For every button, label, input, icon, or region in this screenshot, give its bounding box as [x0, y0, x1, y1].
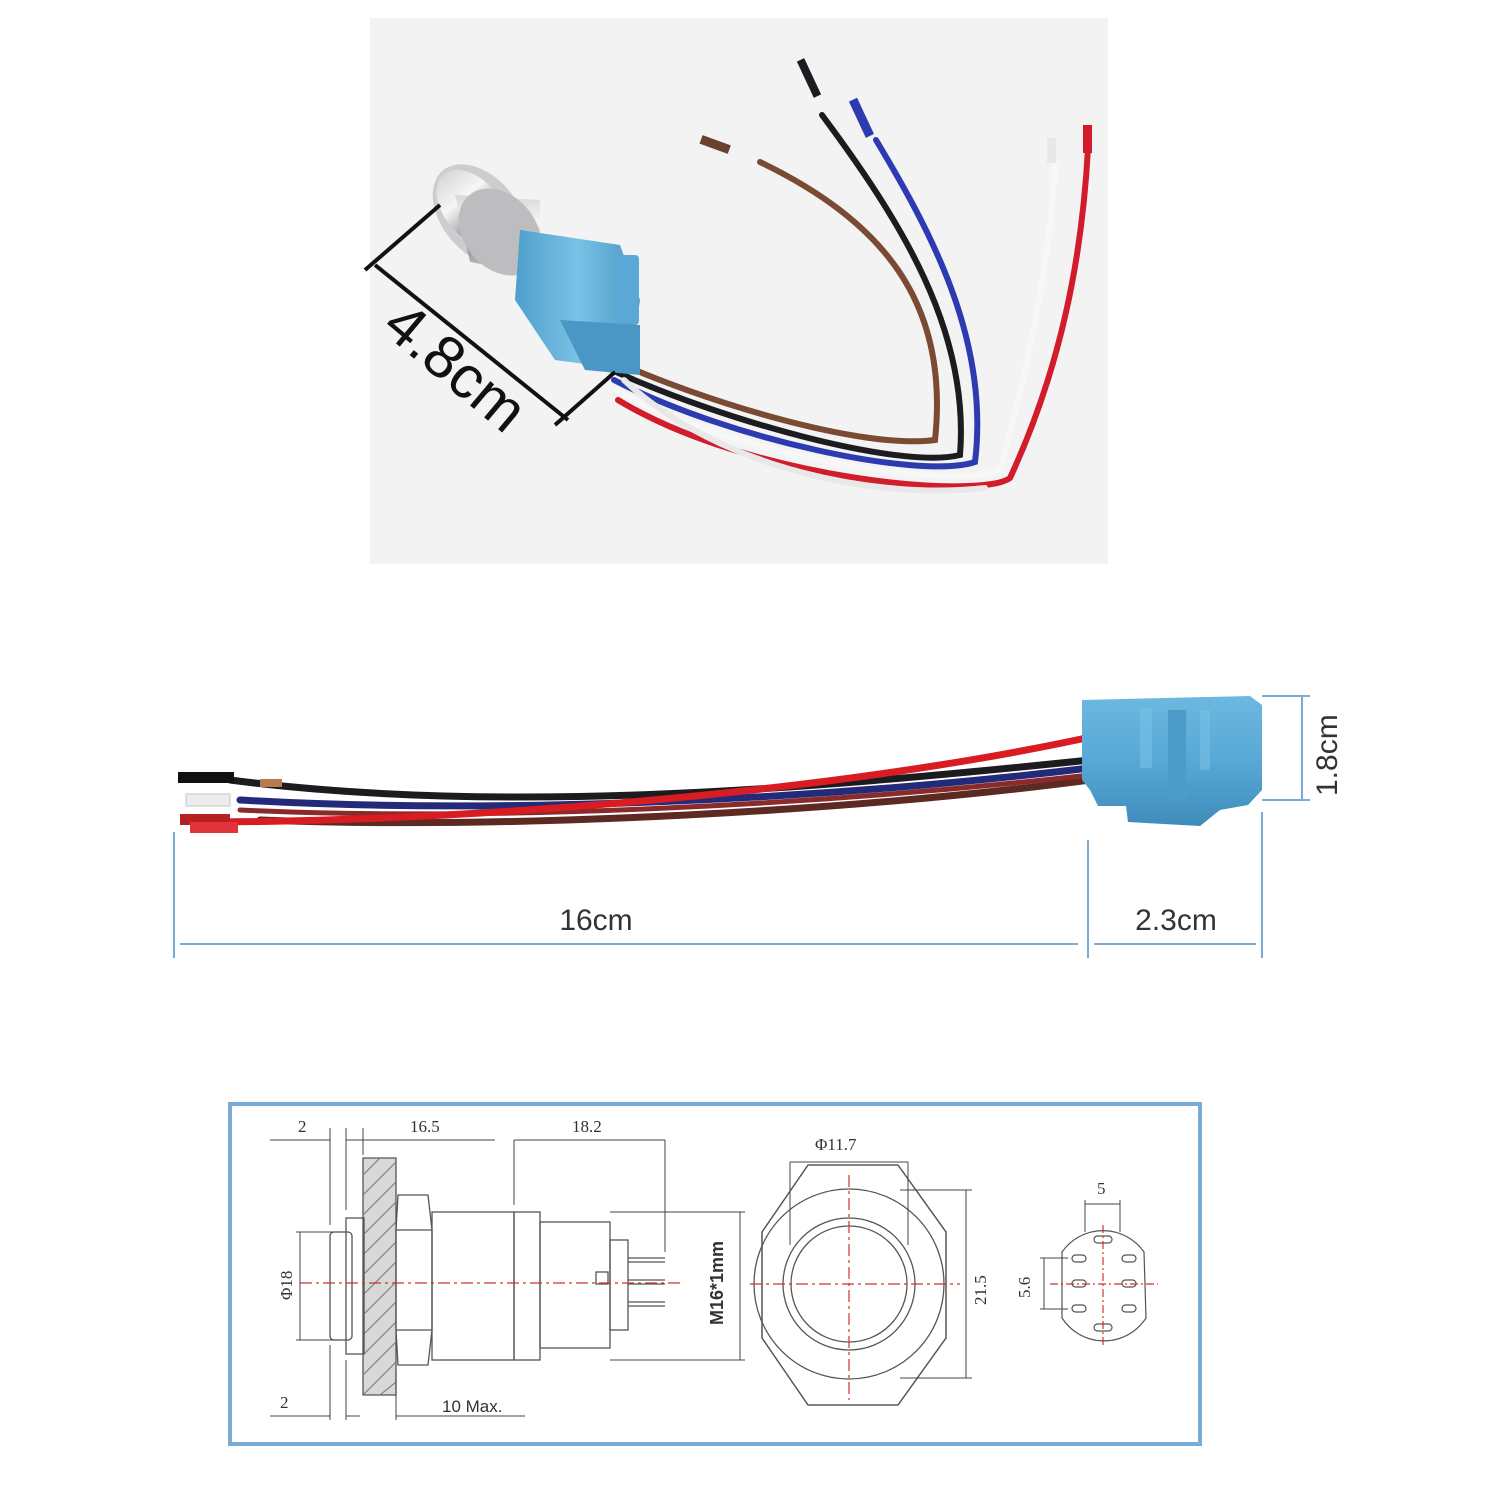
- pin-view: [1061, 1230, 1147, 1342]
- product-photo: 4.8cm: [363, 18, 1108, 564]
- dim-m16: M16*1mm: [707, 1241, 727, 1325]
- cable-dimension-lines: [173, 695, 1310, 958]
- front-view-centerlines: [750, 1175, 960, 1400]
- wire-black: [609, 112, 964, 461]
- tip-brown: [260, 779, 282, 787]
- dim-16-5: 16.5: [410, 1117, 440, 1136]
- drawing-frame: [228, 1102, 1202, 1446]
- wire-tips: [699, 58, 1092, 163]
- cable-wire-black: [226, 756, 1094, 801]
- dim-phi11-7: Φ11.7: [815, 1135, 857, 1154]
- tip-black: [178, 772, 234, 783]
- cable-connector: [1082, 696, 1262, 826]
- wire-blue: [611, 137, 981, 470]
- tip-white: [185, 793, 231, 807]
- front-view-dimensions: [789, 1161, 972, 1379]
- front-view: [753, 1164, 947, 1406]
- wire-bundle: [609, 112, 1091, 494]
- cable-assembly: 1.8cm 16cm 2.3cm: [173, 695, 1344, 958]
- wire-white: [613, 162, 1058, 480]
- wire-white-low: [621, 377, 988, 494]
- side-view: [329, 1157, 665, 1396]
- pin-view-dimensions: [1040, 1200, 1121, 1310]
- dim-phi18: Φ18: [277, 1271, 296, 1300]
- tip-red-dark: [180, 814, 230, 825]
- photo-length-dimension: [363, 203, 617, 427]
- dim-18-2: 18.2: [572, 1117, 602, 1136]
- technical-drawing: 2 16.5 18.2 Φ18 M16*1mm 2 10 Max. Φ11.7 …: [228, 1102, 1202, 1446]
- dim-10max: 10 Max.: [442, 1397, 502, 1416]
- tip-red: [190, 822, 238, 833]
- dim-5: 5: [1097, 1179, 1106, 1198]
- dim-21-5: 21.5: [971, 1275, 990, 1305]
- cable-wire-white: [237, 772, 1093, 817]
- cable-height-label: 1.8cm: [1311, 714, 1344, 796]
- dim-5-6: 5.6: [1015, 1277, 1034, 1298]
- side-view-dimensions: [270, 1128, 745, 1420]
- connector-length-label: 2.3cm: [1135, 904, 1217, 937]
- pin-view-centerlines: [1050, 1225, 1158, 1345]
- push-button-photo: [432, 164, 640, 375]
- cable-length-label: 16cm: [559, 904, 632, 937]
- dim-2-top: 2: [298, 1117, 307, 1136]
- cable-wire-brown: [256, 776, 1094, 827]
- dim-2-bottom: 2: [280, 1393, 289, 1412]
- cable-wire-red: [211, 731, 1104, 826]
- wire-brown: [609, 159, 940, 445]
